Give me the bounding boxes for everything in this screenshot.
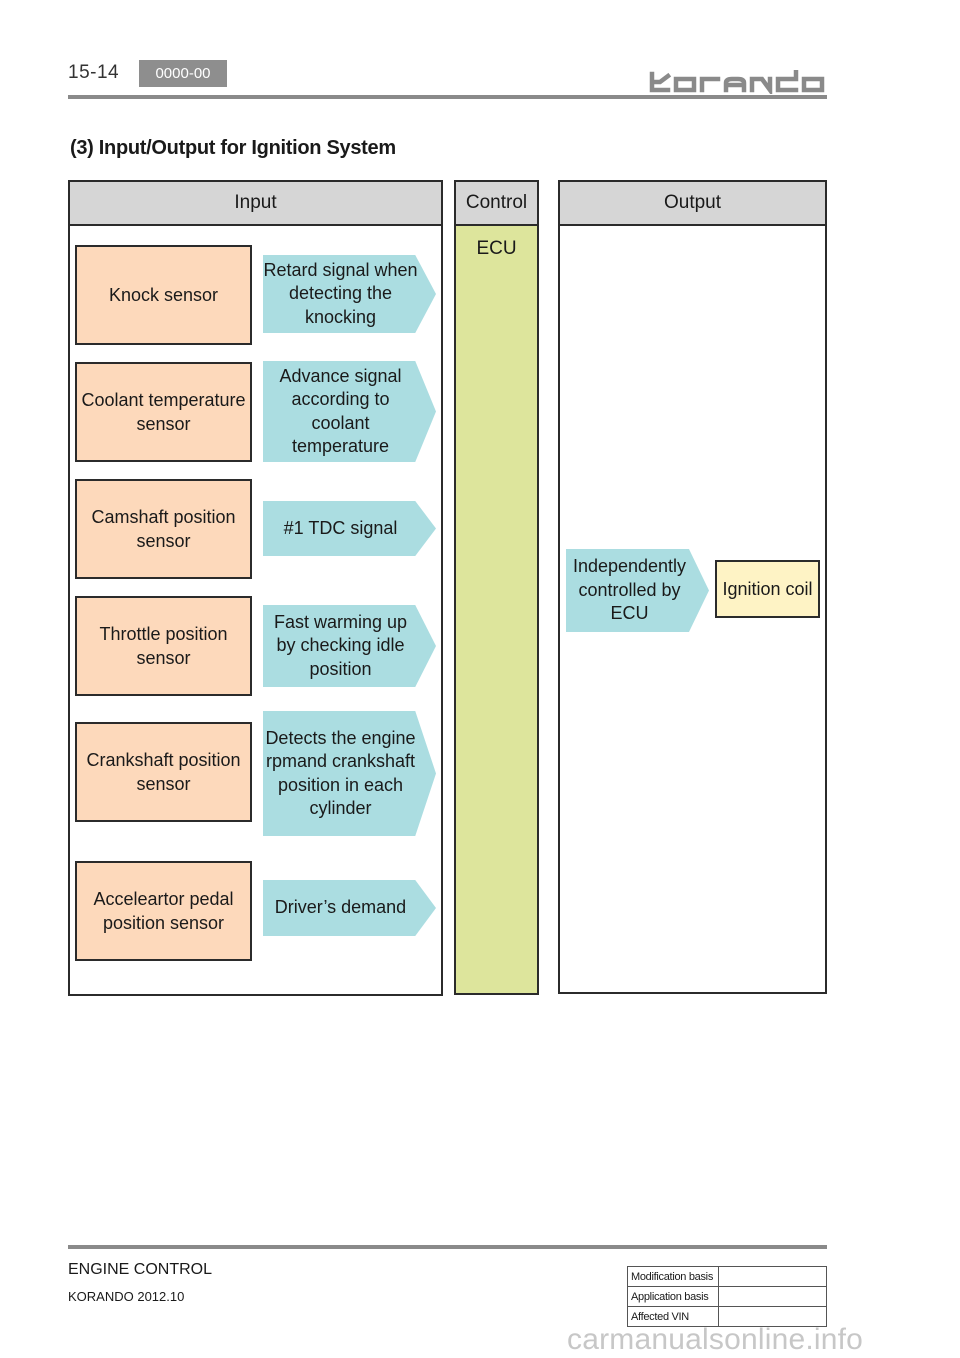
advance-signal-arrow: Advance signal according to coolant temp… <box>263 361 436 462</box>
modification-table: Modification basis Application basis Aff… <box>627 1266 827 1327</box>
knock-sensor-box: Knock sensor <box>75 245 252 345</box>
control-panel: Control ECU <box>454 180 539 995</box>
fast-warming-arrow: Fast warming up by checking idle positio… <box>263 605 436 687</box>
throttle-position-sensor-box: Throttle position sensor <box>75 596 252 696</box>
footer-model-date: KORANDO 2012.10 <box>68 1289 185 1304</box>
section-code-badge: 0000-00 <box>139 60 227 87</box>
section-title: (3) Input/Output for Ignition System <box>70 137 396 159</box>
table-cell-label: Affected VIN <box>627 1306 719 1327</box>
header-rule <box>68 95 827 99</box>
table-row: Modification basis <box>627 1266 827 1287</box>
table-cell-value <box>718 1286 827 1307</box>
watermark: carmanualsonline.info <box>567 1323 864 1356</box>
table-row: Affected VIN <box>627 1306 827 1327</box>
output-heading: Output <box>560 182 825 226</box>
coolant-temperature-sensor-box: Coolant temperature sensor <box>75 362 252 462</box>
control-heading: Control <box>456 182 537 226</box>
table-cell-label: Modification basis <box>627 1266 719 1287</box>
ignition-coil-box: Ignition coil <box>715 560 820 618</box>
table-cell-label: Application basis <box>627 1286 719 1307</box>
footer-section-name: ENGINE CONTROL <box>68 1261 213 1278</box>
input-heading: Input <box>70 182 441 226</box>
table-row: Application basis <box>627 1286 827 1307</box>
independently-controlled-arrow: Independently controlled by ECU <box>566 549 709 632</box>
page-number: 15-14 <box>68 62 120 83</box>
tdc-signal-arrow: #1 TDC signal <box>263 501 436 556</box>
footer-rule <box>68 1245 827 1249</box>
korando-logo <box>649 70 825 94</box>
engine-rpm-arrow: Detects the engine rpmand crankshaft pos… <box>263 711 436 836</box>
ecu-label: ECU <box>476 238 517 259</box>
retard-signal-arrow: Retard signal when detecting the knockin… <box>263 255 436 333</box>
accelerator-pedal-position-sensor-box: Acceleartor pedal position sensor <box>75 861 252 961</box>
crankshaft-position-sensor-box: Crankshaft position sensor <box>75 722 252 822</box>
table-cell-value <box>718 1266 827 1287</box>
drivers-demand-arrow: Driver’s demand <box>263 880 436 936</box>
table-cell-value <box>718 1306 827 1327</box>
camshaft-position-sensor-box: Camshaft position sensor <box>75 479 252 579</box>
